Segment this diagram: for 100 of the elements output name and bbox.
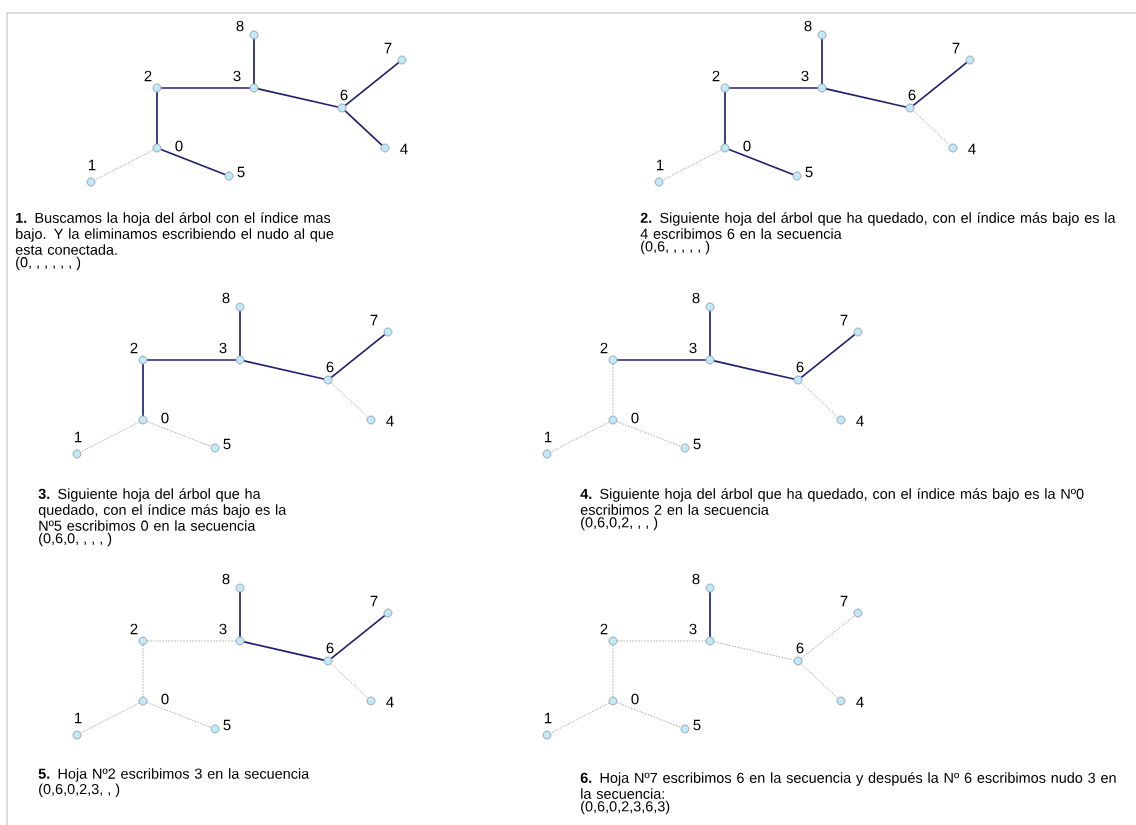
node-number: 4 [400, 143, 408, 155]
node-number: 2 [130, 623, 138, 635]
node-number: 8 [222, 292, 230, 304]
step-caption: 6. Hoja Nº7 escribimos 6 en la secuencia y después la Nº 6 escribimos nudo 3 en la secuencia: [580, 772, 1116, 799]
dotted-line [662, 149, 722, 181]
tree-edge [709, 310, 711, 357]
node-number: 1 [545, 712, 552, 724]
tree-edge [239, 310, 241, 357]
dotted-line [800, 663, 839, 699]
node-number: 7 [370, 595, 378, 607]
node-number: 4 [386, 415, 394, 427]
node-number: 4 [386, 696, 394, 708]
node-number: 2 [600, 623, 608, 635]
dotted-line [616, 421, 682, 447]
node-number: 7 [384, 42, 392, 54]
sequence-text: (0,6,0,2,3, , ) [39, 783, 120, 798]
node-number: 1 [545, 431, 552, 443]
tree-edge [825, 88, 907, 108]
dotted-line [80, 702, 140, 734]
node-number: 0 [631, 412, 639, 424]
dotted-line [801, 615, 855, 659]
node-number: 0 [161, 693, 169, 705]
dotted-line [550, 702, 610, 734]
dotted-line [142, 644, 144, 698]
node-number: 7 [840, 314, 848, 326]
tree-edge [330, 333, 386, 379]
tree-edge [160, 148, 226, 176]
dotted-line [146, 640, 237, 642]
dotted-line [612, 644, 614, 698]
tree-edge [257, 88, 339, 108]
node-number: 7 [952, 42, 960, 54]
node-number: 3 [219, 342, 227, 354]
tree-edge [713, 360, 795, 380]
tree-edge [146, 359, 237, 361]
node-number: 5 [223, 438, 231, 450]
dotted-line [616, 702, 682, 728]
dotted-line [94, 149, 154, 181]
node-number: 4 [856, 415, 864, 427]
step-caption: 5. Hoja Nº2 escribimos 3 en la secuencia [38, 768, 310, 782]
sequence-text: (0,6,0,2, , , ) [581, 516, 658, 531]
node-number: 6 [796, 642, 804, 654]
node-number: 3 [689, 623, 697, 635]
node-number: 5 [237, 166, 245, 178]
node-number: 8 [692, 292, 700, 304]
tree-edge [709, 591, 711, 638]
node-number: 0 [175, 140, 183, 152]
dotted-line [330, 382, 369, 418]
tree-edge [239, 591, 241, 638]
node-number: 1 [75, 431, 82, 443]
step-caption: 3. Siguiente hoja del árbol que ha quedado, con el índice más bajo es la Nº5 escribimos 0 en la secuencia [38, 488, 287, 531]
tree-edge [616, 359, 707, 361]
dotted-line [146, 421, 212, 447]
dotted-line [612, 363, 614, 417]
node-number: 7 [840, 595, 848, 607]
sequence-text: (0, , , , , , ) [16, 256, 81, 271]
dotted-line [912, 110, 951, 146]
node-number: 6 [796, 361, 804, 373]
node-number: 8 [692, 573, 700, 585]
node-number: 1 [75, 712, 82, 724]
node-number: 5 [693, 719, 701, 731]
tree-edge [724, 91, 726, 145]
step-caption: 4. Siguiente hoja del árbol que ha quedado, con el índice más bajo es la Nº0 escribimos 2 en la secuencia [580, 488, 1084, 515]
node-number: 3 [801, 70, 809, 82]
tree-edge [728, 148, 794, 176]
tree-edge [728, 87, 819, 89]
dotted-line [80, 421, 140, 453]
sequence-text: (0,6,0, , , , ) [39, 532, 112, 547]
tree-edge [912, 61, 968, 107]
node-number: 2 [130, 342, 138, 354]
tree-edge [800, 333, 856, 379]
node-number: 4 [968, 143, 976, 155]
node-number: 2 [712, 70, 720, 82]
node-number: 6 [340, 89, 348, 101]
node-number: 0 [743, 140, 751, 152]
dotted-line [616, 640, 707, 642]
node-number: 6 [326, 642, 334, 654]
tree-edge [821, 38, 823, 85]
dotted-line [330, 663, 369, 699]
node-number: 3 [689, 342, 697, 354]
node-number: 5 [805, 166, 813, 178]
node-number: 1 [89, 159, 96, 171]
step-caption: 1. Buscamos la hoja del árbol con el índice mas bajo. Y la eliminamos escribiendo el nudo al que esta conectada. [15, 212, 334, 255]
node-number: 8 [236, 20, 244, 32]
sequence-text: (0,6,0,2,3,6,3) [581, 800, 670, 815]
node-number: 3 [219, 623, 227, 635]
tree-edge [243, 360, 325, 380]
tree-edge [243, 641, 325, 661]
node-number: 7 [370, 314, 378, 326]
node-number: 6 [908, 89, 916, 101]
tree-edge [344, 110, 383, 146]
dotted-line [800, 382, 839, 418]
tree-edge [253, 38, 255, 85]
node-number: 0 [631, 693, 639, 705]
tree-edge [344, 61, 400, 107]
dotted-line [146, 702, 212, 728]
dotted-line [713, 641, 795, 661]
node-number: 5 [223, 719, 231, 731]
dotted-line [550, 421, 610, 453]
node-number: 8 [222, 573, 230, 585]
node-number: 1 [657, 159, 664, 171]
